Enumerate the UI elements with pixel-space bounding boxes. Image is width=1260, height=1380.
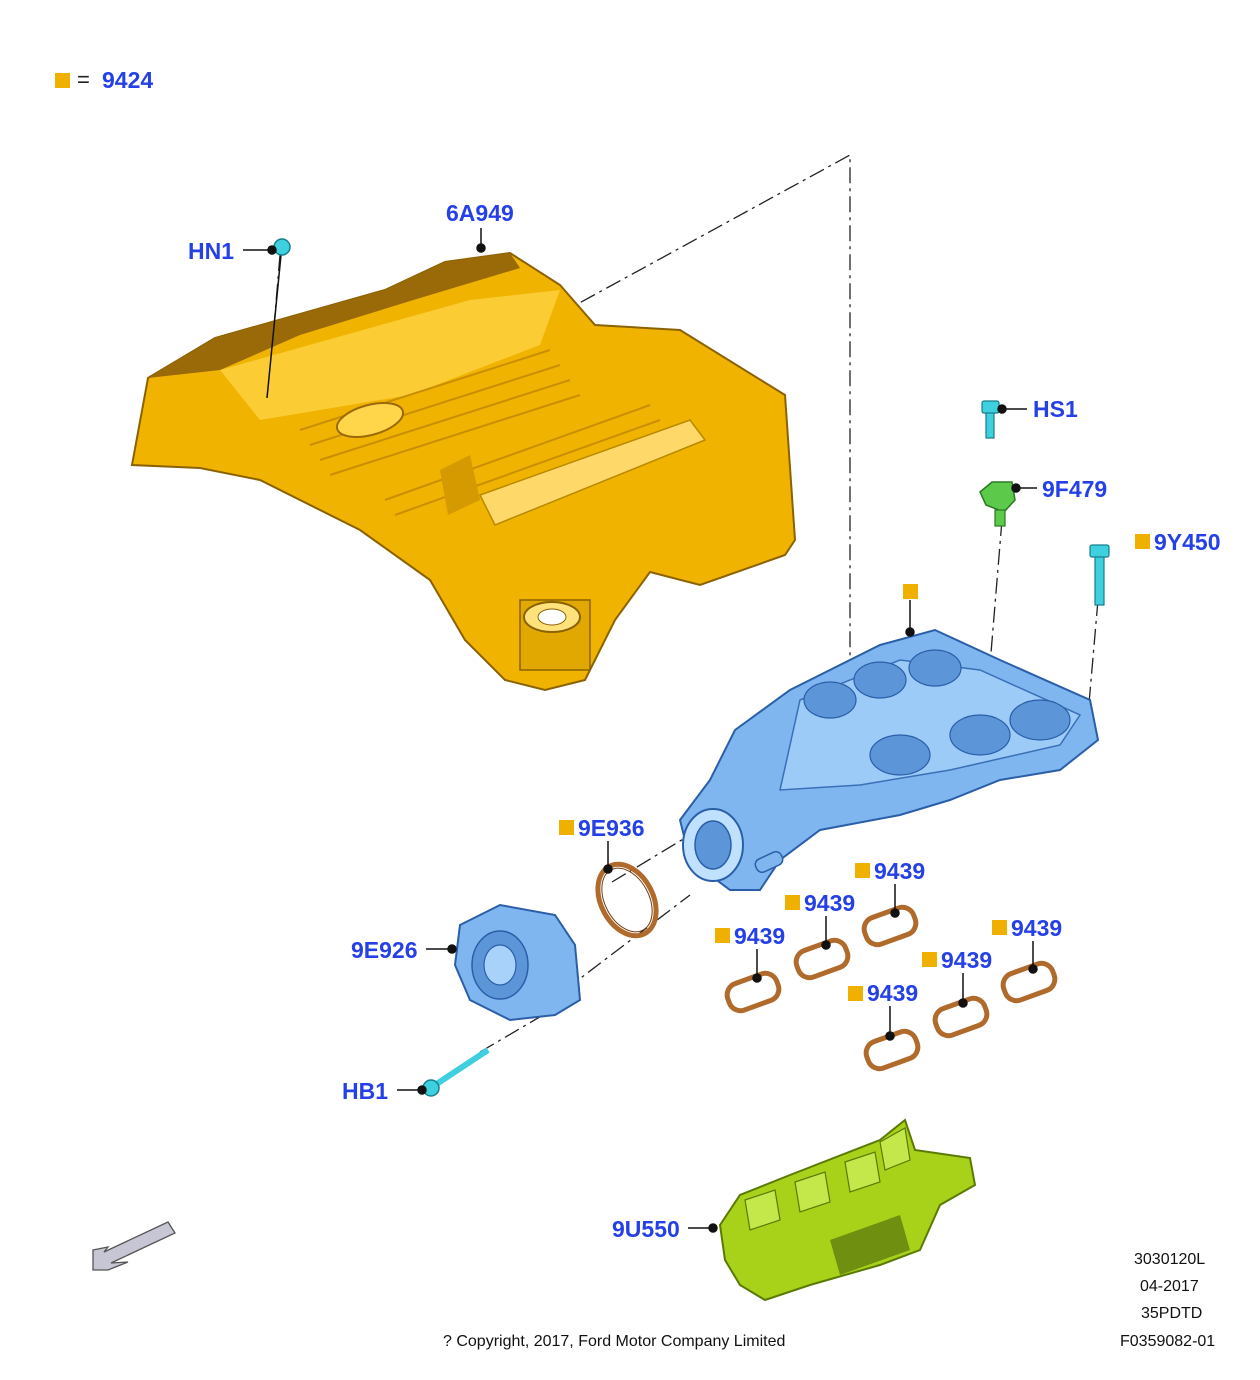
figure-id: F0359082-01 <box>1120 1333 1216 1350</box>
marker-throttle-gasket <box>559 820 574 835</box>
model-code: 35PDTD <box>1141 1305 1203 1322</box>
bracket-stud-part <box>1089 544 1110 606</box>
label-engine-cover: 6A949 <box>446 200 514 226</box>
label-port-gasket-4: 9439 <box>1011 915 1063 941</box>
marker-port-gasket-4 <box>992 920 1007 935</box>
label-throttle-gasket: 9E936 <box>578 815 645 841</box>
engine-cover-part <box>130 251 797 692</box>
map-sensor-part <box>979 481 1016 527</box>
label-port-gasket-1: 9439 <box>874 858 926 884</box>
label-throttle-body: 9E926 <box>351 937 418 963</box>
copyright-notice: ? Copyright, 2017, Ford Motor Company Li… <box>443 1333 786 1350</box>
intake-manifold-part <box>678 628 1100 891</box>
marker-port-gasket-6 <box>848 986 863 1001</box>
throttle-bolt-part <box>422 1047 490 1097</box>
label-sensor-bolt: HS1 <box>1033 396 1078 422</box>
label-port-gasket-2: 9439 <box>804 890 856 916</box>
throttle-body-part <box>453 903 582 1022</box>
label-port-gasket-3: 9439 <box>734 923 786 949</box>
front-arrow-icon <box>92 1221 176 1271</box>
label-bracket-stud: 9Y450 <box>1154 529 1221 555</box>
leader-lines <box>243 228 1038 1233</box>
throttle-gasket-part <box>595 861 659 939</box>
marker-port-gasket-2 <box>785 895 800 910</box>
marker-port-gasket-3 <box>715 928 730 943</box>
marker-port-gasket-5 <box>922 952 937 967</box>
marker-bracket-stud <box>1135 534 1150 549</box>
marker-port-gasket-1 <box>855 863 870 878</box>
legend-marker <box>55 73 70 88</box>
label-cover-stud: HN1 <box>188 238 235 264</box>
label-port-gasket-6: 9439 <box>867 980 919 1006</box>
legend-part-number: 9424 <box>102 67 154 93</box>
marker-manifold <box>903 584 918 599</box>
insulator-part <box>718 1118 977 1302</box>
label-map-sensor: 9F479 <box>1042 476 1108 502</box>
legend-equals: = <box>77 67 90 92</box>
label-port-gasket-5: 9439 <box>941 947 993 973</box>
label-throttle-bolt: HB1 <box>342 1078 389 1104</box>
revision-date: 04-2017 <box>1140 1278 1199 1295</box>
label-insulator: 9U550 <box>612 1216 680 1242</box>
ref-code: 3030120L <box>1134 1251 1206 1268</box>
sensor-bolt-part <box>981 400 1000 439</box>
